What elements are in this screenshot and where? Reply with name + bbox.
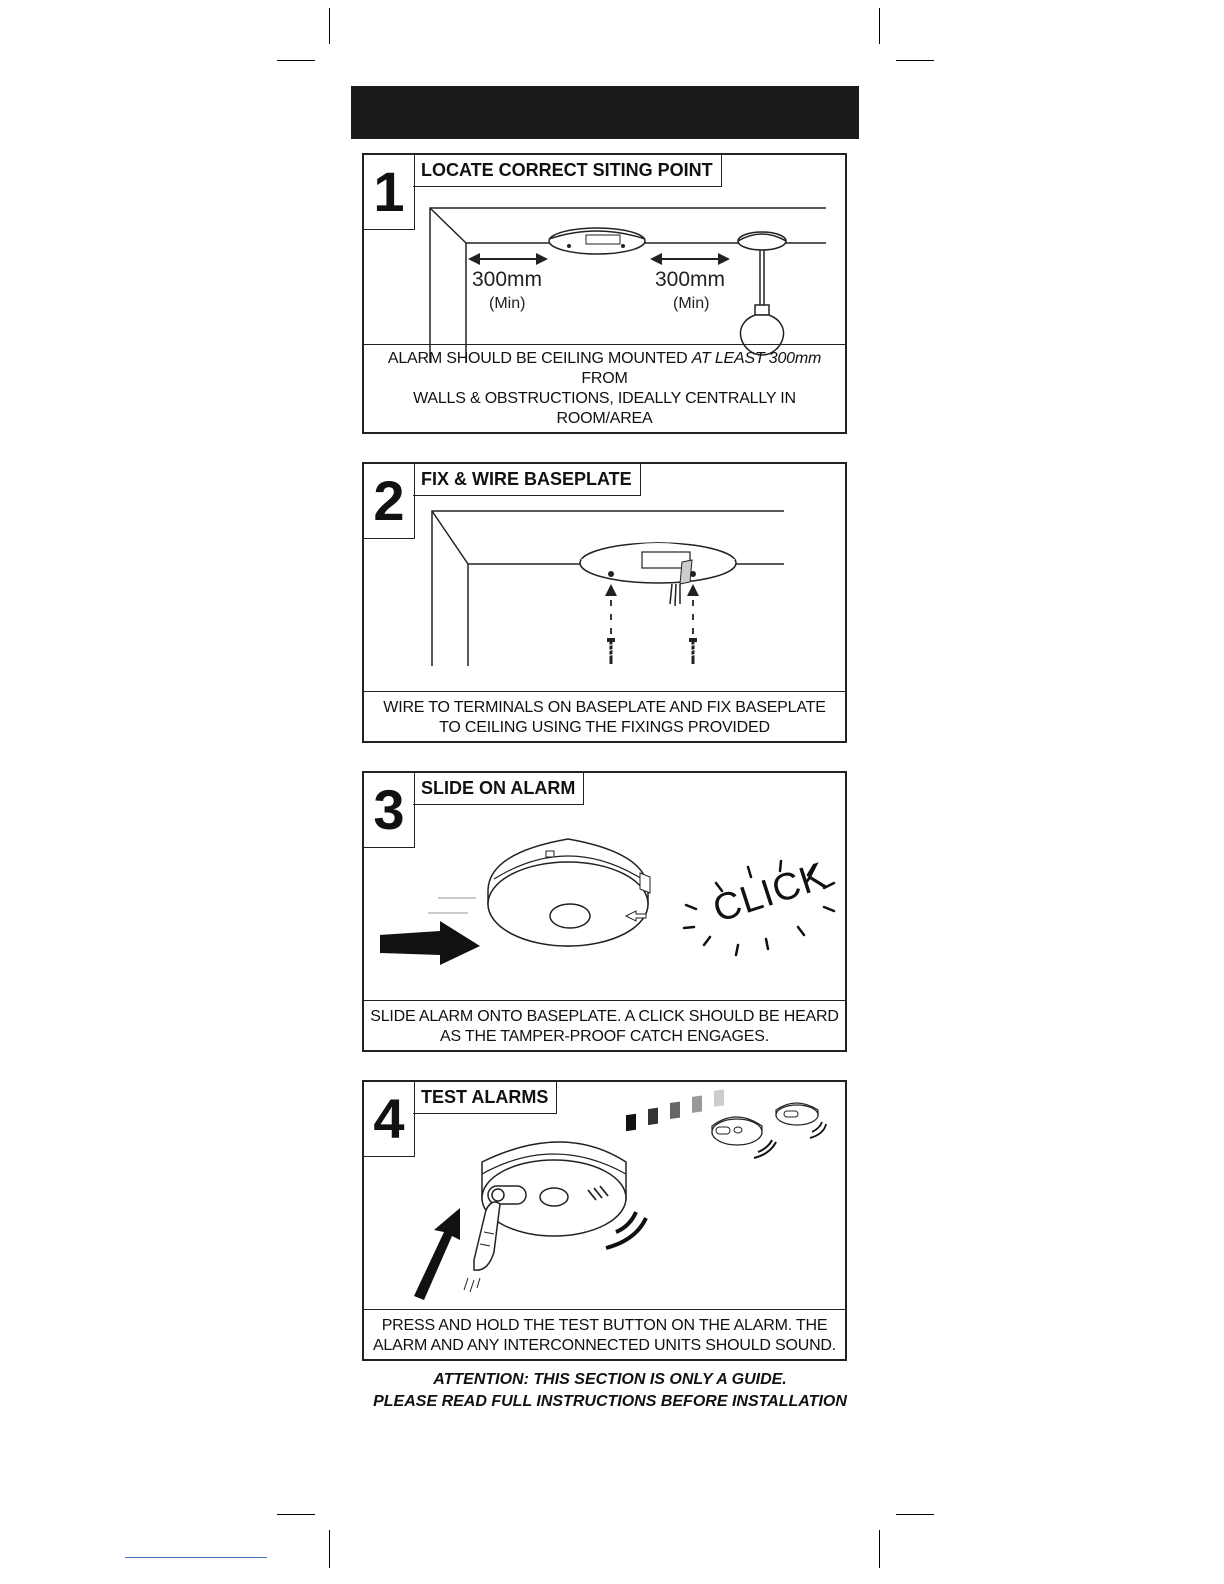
light-bulb-icon xyxy=(737,231,787,356)
crop-mark xyxy=(277,1514,315,1515)
caption-emphasis: AT LEAST 300mm xyxy=(691,350,822,367)
main-alarm-icon xyxy=(481,1141,627,1237)
alarm-unit-icon xyxy=(487,838,651,947)
signal-icon xyxy=(626,1089,724,1132)
measure-right-sub: (Min) xyxy=(673,295,710,312)
crop-mark xyxy=(329,8,330,44)
step-3-panel: 3 SLIDE ON ALARM xyxy=(362,771,847,1052)
caption-text: WIRE TO TERMINALS ON BASEPLATE AND FIX B… xyxy=(383,699,826,716)
step-title: TEST ALARMS xyxy=(413,1082,558,1114)
caption-text: ALARM SHOULD BE CEILING MOUNTED xyxy=(387,350,692,367)
click-burst-icon xyxy=(682,859,836,957)
caption-text: AS THE TAMPER-PROOF CATCH ENGAGES. xyxy=(440,1028,769,1045)
step-caption: WIRE TO TERMINALS ON BASEPLATE AND FIX B… xyxy=(364,691,845,741)
sound-wave-icon xyxy=(605,1211,648,1250)
caption-text: WALLS & OBSTRUCTIONS, IDEALLY CENTRALLY … xyxy=(413,390,796,427)
alarm-baseplate-icon xyxy=(548,227,646,255)
slide-diagram xyxy=(380,838,836,965)
step-1-panel: 1 LOCATE CORRECT SITING POINT xyxy=(362,153,847,434)
finger-icon xyxy=(463,1201,501,1293)
attention-line: ATTENTION: THIS SECTION IS ONLY A GUIDE. xyxy=(433,1371,787,1388)
crop-mark xyxy=(277,60,315,61)
test-diagram xyxy=(414,1089,827,1300)
crop-mark xyxy=(879,1530,880,1568)
step-number: 4 xyxy=(364,1082,415,1157)
crop-mark xyxy=(329,1530,330,1568)
step-4-panel: 4 TEST ALARMS xyxy=(362,1080,847,1361)
measure-right-label: 300mm xyxy=(655,268,726,291)
step-number: 2 xyxy=(364,464,415,539)
link-underline xyxy=(125,1557,267,1558)
slide-arrow-icon xyxy=(380,897,480,965)
crop-mark xyxy=(896,1514,934,1515)
measure-arrow-left-icon xyxy=(468,253,548,265)
caption-text: TO CEILING USING THE FIXINGS PROVIDED xyxy=(439,719,770,736)
interconnected-alarm-icon xyxy=(711,1116,777,1159)
attention-line: PLEASE READ FULL INSTRUCTIONS BEFORE INS… xyxy=(373,1393,847,1410)
measure-left-sub: (Min) xyxy=(489,295,526,312)
step-caption: ALARM SHOULD BE CEILING MOUNTED AT LEAST… xyxy=(364,344,845,432)
caption-text: FROM xyxy=(581,370,628,387)
baseplate-diagram xyxy=(431,510,784,666)
baseplate-icon xyxy=(579,542,737,607)
screw-left-icon xyxy=(605,584,617,664)
crop-mark xyxy=(896,60,934,61)
crop-mark xyxy=(879,8,880,44)
header-bar xyxy=(351,86,859,139)
step-caption: PRESS AND HOLD THE TEST BUTTON ON THE AL… xyxy=(364,1309,845,1359)
step-title: LOCATE CORRECT SITING POINT xyxy=(413,155,722,187)
measure-arrow-right-icon xyxy=(650,253,730,265)
siting-diagram xyxy=(429,207,826,363)
step-title: FIX & WIRE BASEPLATE xyxy=(413,464,641,496)
step-number: 1 xyxy=(364,155,415,230)
press-arrow-icon xyxy=(414,1208,460,1300)
step-2-panel: 2 FIX & WIRE BASEPLATE xyxy=(362,462,847,743)
caption-text: ALARM AND ANY INTERCONNECTED UNITS SHOUL… xyxy=(372,1337,837,1354)
interconnected-alarm-icon xyxy=(775,1102,827,1139)
caption-text: PRESS AND HOLD THE TEST BUTTON ON THE AL… xyxy=(381,1317,828,1334)
attention-note: ATTENTION: THIS SECTION IS ONLY A GUIDE.… xyxy=(300,1369,920,1413)
measure-left-label: 300mm xyxy=(472,268,543,291)
screw-right-icon xyxy=(687,584,699,664)
step-caption: SLIDE ALARM ONTO BASEPLATE. A CLICK SHOU… xyxy=(364,1000,845,1050)
step-number: 3 xyxy=(364,773,415,848)
step-title: SLIDE ON ALARM xyxy=(413,773,585,805)
caption-text: SLIDE ALARM ONTO BASEPLATE. A CLICK SHOU… xyxy=(370,1008,839,1025)
